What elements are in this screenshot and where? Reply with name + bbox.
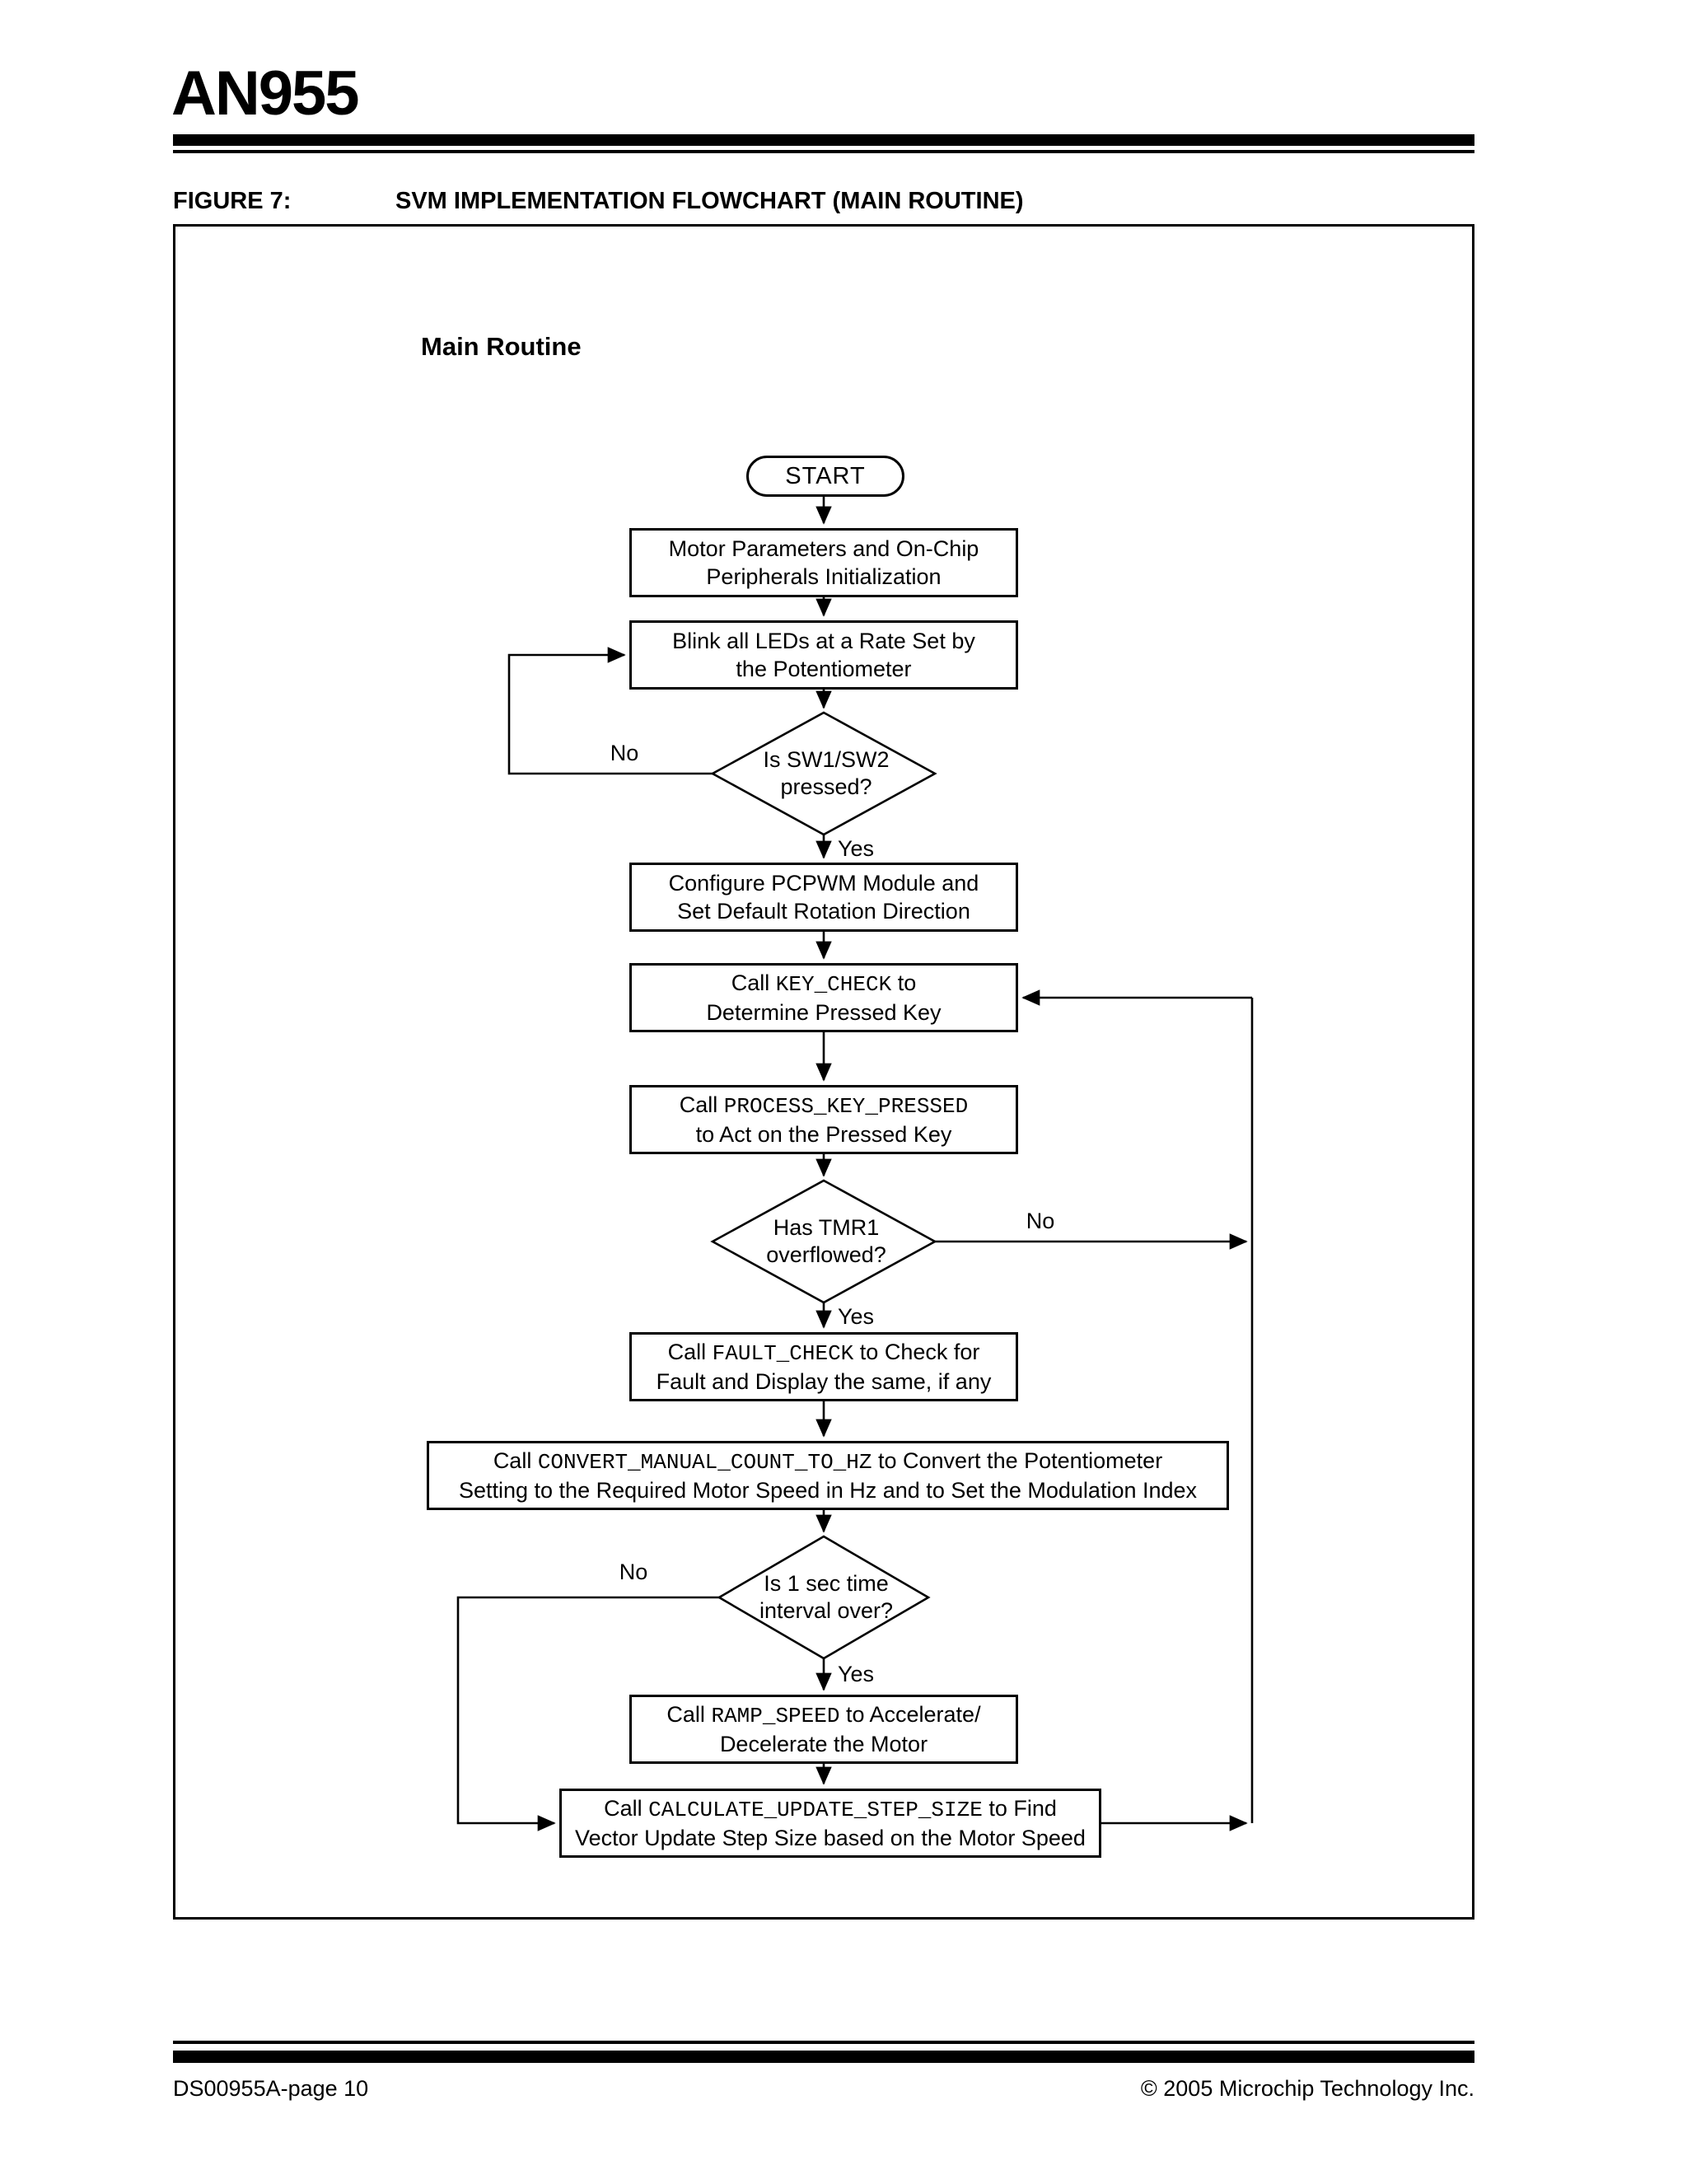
decision-sw1-sw2-text: Is SW1/SW2 pressed? — [694, 746, 958, 801]
node-calc-box: Call CALCULATE_UPDATE_STEP_SIZE to Find … — [559, 1789, 1101, 1858]
figure-border: Main Routine START Motor Parameters and … — [173, 224, 1474, 1920]
figure-caption: FIGURE 7: SVM IMPLEMENTATION FLOWCHART (… — [173, 188, 1474, 215]
node-start-label: START — [785, 463, 866, 489]
edge-label-yes-sw: Yes — [838, 836, 875, 861]
flowchart-connectors — [456, 497, 1254, 1831]
node-convert-line1: Call CONVERT_MANUAL_COUNT_TO_HZ to Conve… — [493, 1447, 1162, 1476]
node-keycheck-box: Call KEY_CHECK to Determine Pressed Key — [629, 963, 1018, 1032]
node-keycheck-post: to — [891, 970, 917, 995]
edge-label-no-tmr: No — [1026, 1209, 1055, 1233]
node-init-box: Motor Parameters and On-Chip Peripherals… — [629, 528, 1018, 597]
edge-secdecision-no-skip — [456, 1596, 719, 1831]
document-title: AN955 — [171, 58, 360, 129]
decision-1sec-line2: interval over? — [759, 1598, 894, 1623]
node-ramp-line1: Call RAMP_SPEED to Accelerate/ — [666, 1700, 980, 1730]
decision-sw1-sw2-shape — [710, 711, 937, 836]
node-processkey-code: PROCESS_KEY_PRESSED — [723, 1094, 969, 1119]
node-convert-line2: Setting to the Required Motor Speed in H… — [458, 1478, 1198, 1503]
node-blink-line2: the Potentiometer — [736, 657, 912, 681]
decision-1sec-line1: Is 1 sec time — [764, 1571, 889, 1596]
decision-sw1-sw2-line1: Is SW1/SW2 — [763, 747, 890, 772]
node-init-line1: Motor Parameters and On-Chip — [668, 536, 979, 561]
edge-label-yes-tmr: Yes — [838, 1304, 875, 1329]
node-ramp-box: Call RAMP_SPEED to Accelerate/ Decelerat… — [629, 1695, 1018, 1764]
node-keycheck-line1: Call KEY_CHECK to — [731, 969, 916, 998]
header-rule-thin — [173, 150, 1474, 153]
node-faultcheck-post: to Check for — [853, 1340, 980, 1364]
node-processkey-line1: Call PROCESS_KEY_PRESSED — [680, 1091, 968, 1120]
footer-copyright: © 2005 Microchip Technology Inc. — [1140, 2076, 1474, 2101]
node-keycheck-line2: Determine Pressed Key — [706, 1000, 942, 1025]
decision-1sec-shape — [717, 1535, 931, 1660]
node-calc-code: CALCULATE_UPDATE_STEP_SIZE — [648, 1798, 983, 1822]
node-faultcheck-pre: Call — [667, 1340, 713, 1364]
decision-sw1-sw2-line2: pressed? — [780, 774, 872, 799]
node-faultcheck-box: Call FAULT_CHECK to Check for Fault and … — [629, 1332, 1018, 1401]
decision-tmr1-text: Has TMR1 overflowed? — [694, 1214, 958, 1269]
node-pcpwm-line1: Configure PCPWM Module and — [668, 871, 979, 896]
node-init-line2: Peripherals Initialization — [706, 564, 942, 589]
node-faultcheck-line2: Fault and Display the same, if any — [656, 1369, 992, 1394]
flowchart-canvas: Main Routine START Motor Parameters and … — [175, 227, 1472, 1917]
node-pcpwm-line2: Set Default Rotation Direction — [677, 899, 970, 924]
node-ramp-line2: Decelerate the Motor — [719, 1732, 928, 1756]
node-convert-box: Call CONVERT_MANUAL_COUNT_TO_HZ to Conve… — [427, 1441, 1229, 1510]
node-convert-code: CONVERT_MANUAL_COUNT_TO_HZ — [537, 1450, 872, 1475]
node-convert-post: to Convert the Potentiometer — [872, 1448, 1163, 1473]
node-processkey-box: Call PROCESS_KEY_PRESSED to Act on the P… — [629, 1085, 1018, 1154]
node-ramp-code: RAMP_SPEED — [711, 1704, 840, 1728]
decision-tmr1-line1: Has TMR1 — [773, 1215, 880, 1240]
node-blink-line1: Blink all LEDs at a Rate Set by — [672, 629, 975, 653]
node-calc-post: to Find — [982, 1796, 1057, 1821]
decision-tmr1-line2: overflowed? — [766, 1242, 886, 1267]
node-calc-line1: Call CALCULATE_UPDATE_STEP_SIZE to Find — [604, 1794, 1057, 1824]
node-calc-pre: Call — [604, 1796, 649, 1821]
decision-1sec-text: Is 1 sec time interval over? — [694, 1570, 958, 1625]
decision-tmr1-shape — [710, 1179, 937, 1304]
node-processkey-pre: Call — [679, 1092, 724, 1117]
node-convert-pre: Call — [493, 1448, 538, 1473]
edge-label-yes-1sec: Yes — [838, 1662, 875, 1686]
footer-rule-thick — [173, 2051, 1474, 2063]
node-processkey-line2: to Act on the Pressed Key — [695, 1122, 952, 1147]
edge-label-no-sw: No — [610, 741, 639, 765]
figure-caption-title: SVM IMPLEMENTATION FLOWCHART (MAIN ROUTI… — [395, 188, 1024, 214]
node-keycheck-code: KEY_CHECK — [775, 972, 892, 997]
page-footer: DS00955A-page 10 © 2005 Microchip Techno… — [173, 2076, 1474, 2102]
node-blink-box: Blink all LEDs at a Rate Set by the Pote… — [629, 620, 1018, 690]
figure-caption-label: FIGURE 7: — [173, 188, 292, 214]
edge-label-no-1sec: No — [619, 1560, 648, 1584]
footer-rule-thin — [173, 2041, 1474, 2044]
node-faultcheck-line1: Call FAULT_CHECK to Check for — [668, 1338, 980, 1368]
node-faultcheck-code: FAULT_CHECK — [712, 1341, 854, 1366]
node-ramp-pre: Call — [666, 1702, 712, 1727]
footer-doc-number: DS00955A-page 10 — [173, 2076, 369, 2101]
header-rule-thick — [173, 134, 1474, 146]
node-calc-line2: Vector Update Step Size based on the Mot… — [575, 1826, 1086, 1850]
node-keycheck-pre: Call — [731, 970, 776, 995]
edge-swdecision-no-loop — [507, 647, 713, 775]
node-pcpwm-box: Configure PCPWM Module and Set Default R… — [629, 863, 1018, 932]
flowchart-subtitle: Main Routine — [421, 332, 582, 361]
node-ramp-post: to Accelerate/ — [839, 1702, 981, 1727]
node-start: START — [746, 456, 904, 497]
